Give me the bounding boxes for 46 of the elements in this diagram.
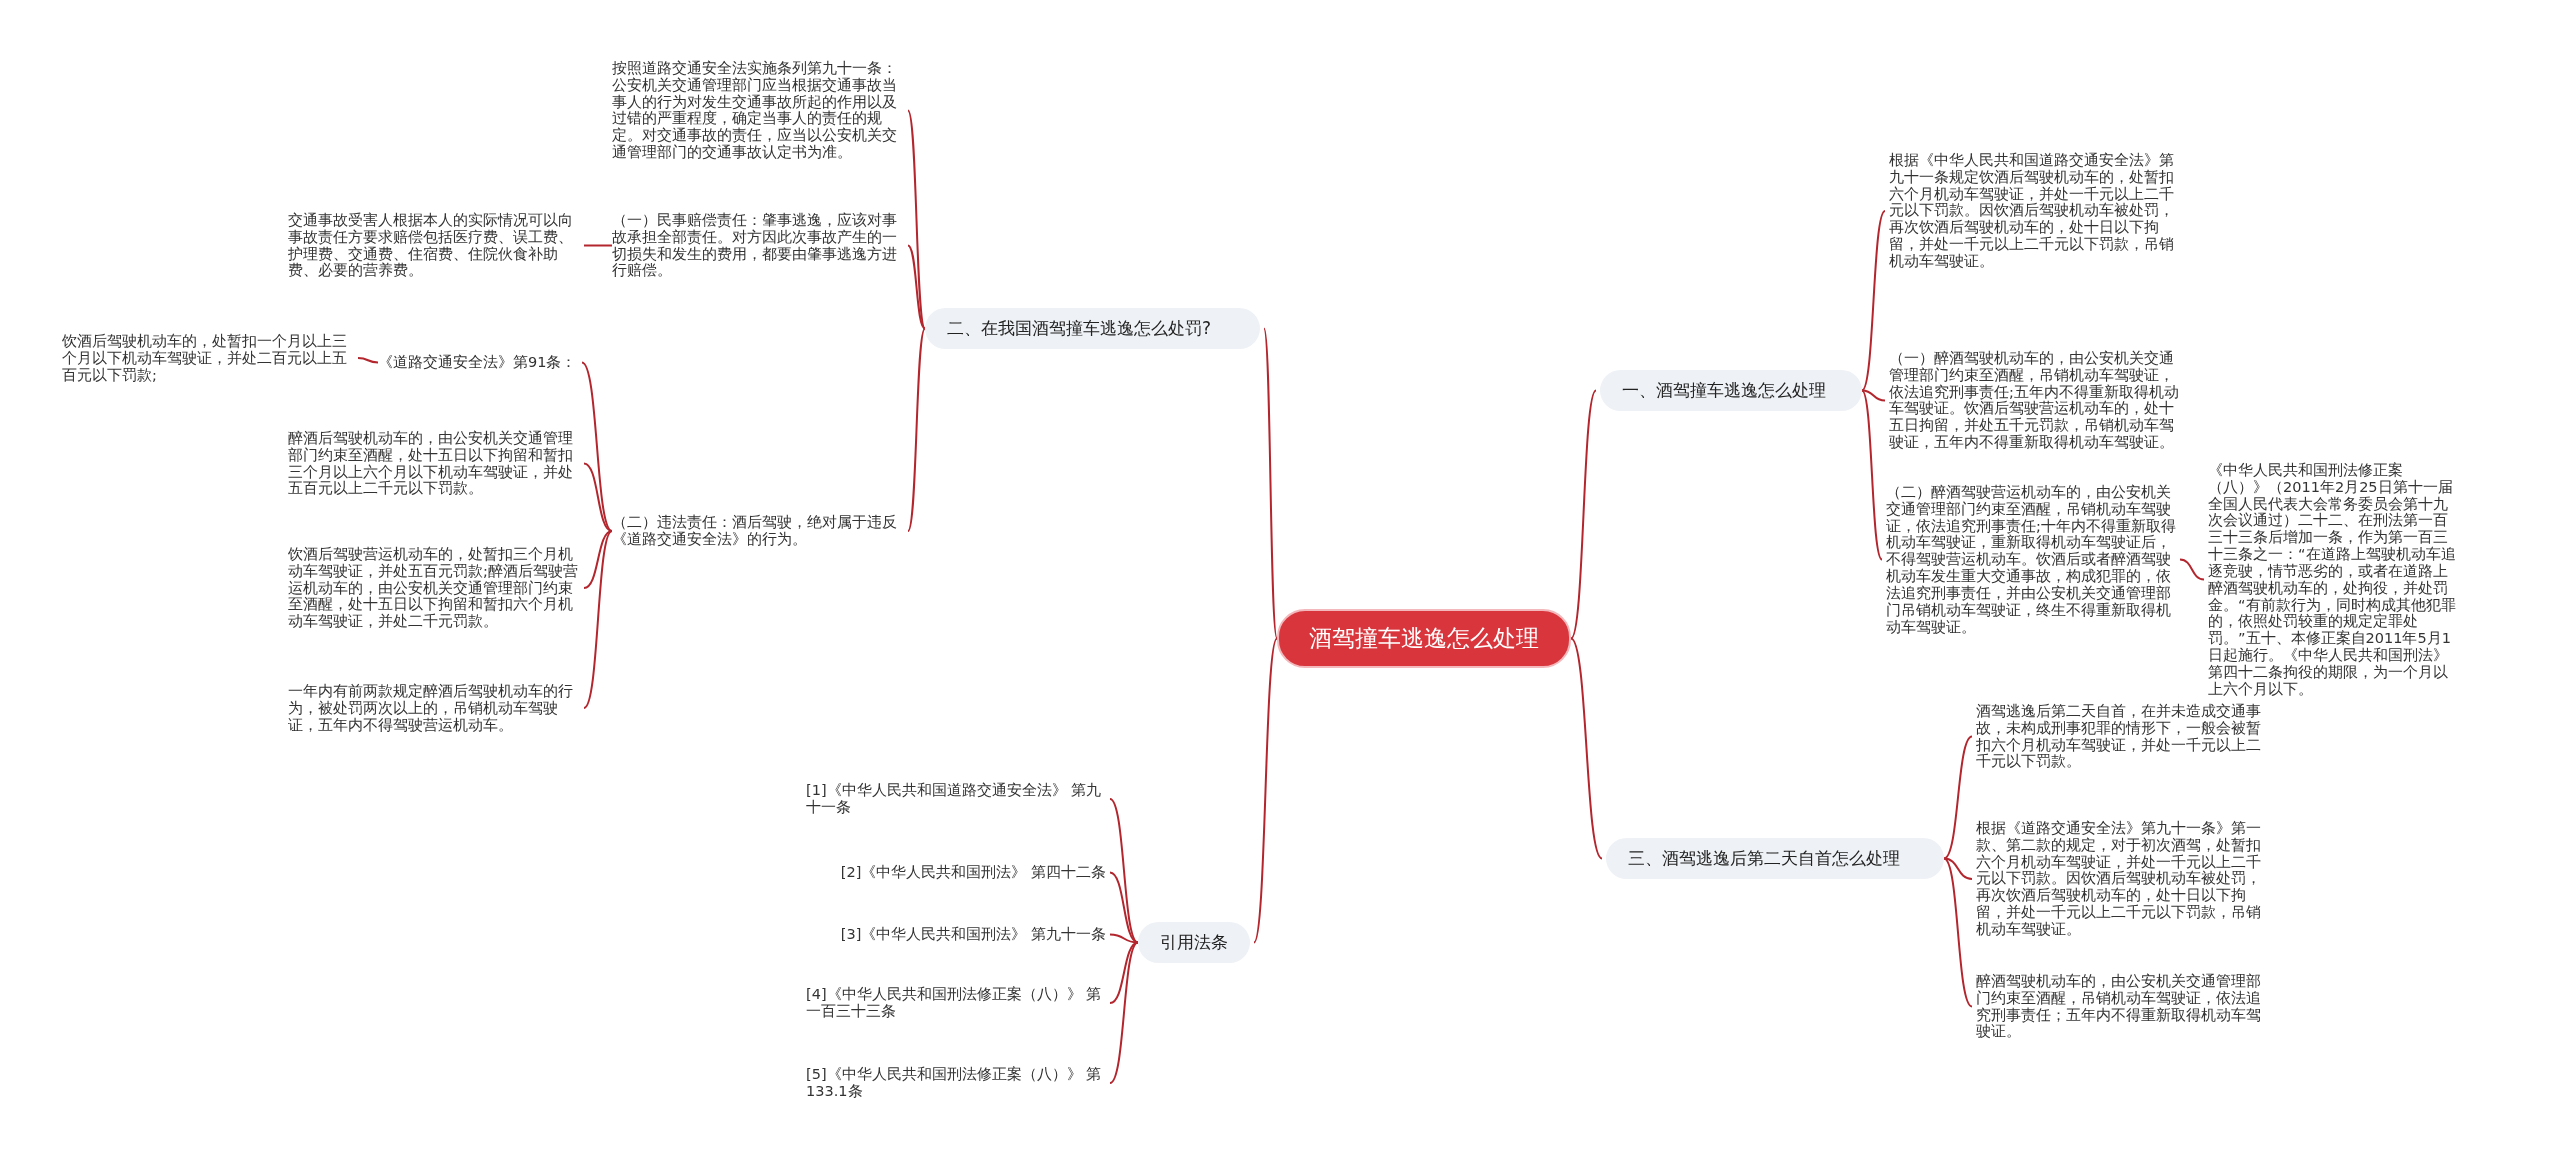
connector-line xyxy=(1109,941,1139,1084)
connector-line xyxy=(1861,210,1886,392)
connector-line xyxy=(581,361,613,532)
connector-line xyxy=(907,244,926,330)
connector-line xyxy=(1263,327,1278,640)
topic-text: [5]《中华人民共和国刑法修正案（八）》 第133.1条 xyxy=(806,1066,1106,1100)
connector-line xyxy=(1861,389,1886,402)
branch-topic: 一、酒驾撞车逃逸怎么处理 xyxy=(1600,370,1862,411)
topic-text: 饮酒后驾驶营运机动车的，处暂扣三个月机动车驾驶证，并处五百元罚款;醉酒后驾驶营运机动车的，由公安机关交通管理部门约束至酒醒，处十五日以下拘留和暂扣六个月机动车驾驶证，并处二千元罚款。 xyxy=(288,546,580,631)
topic-text: 《中华人民共和国刑法修正案（八）》（2011年2月25日第十一届全国人民代表大会常务委员会第十九次会议通过）二十二、在刑法第一百三十三条后增加一条，作为第一百三十三条之一：“在道路上驾驶机动车追逐竞驶，情节恶劣的，或者在道路上醉酒驾驶机动车的，处拘役，并处罚金。“有前款行为，同时构成其他犯罪的，依照处罚较重的规定定罪处罚。”五十、本修正案自2011年5月1日起施行。《中华人民共和国刑法》第四十二条拘役的期限，为一个月以上六个月以下。 xyxy=(2208,462,2456,698)
topic-text: 《道路交通安全法》第91条： xyxy=(378,354,578,371)
topic-text: （二）违法责任：酒后驾驶，绝对属于违反《道路交通安全法》的行为。 xyxy=(612,514,904,548)
connector-line xyxy=(1943,735,1973,860)
topic-text: 根据《道路交通安全法》第九十一条》第一款、第二款的规定，对于初次酒驾，处暂扣六个月机动车驾驶证，并处一千元以上二千元以下罚款。因饮酒后驾驶机动车被处罚，再次饮酒后驾驶机动车的，处十日以下拘留，并处一千元以上二千元以下罚款，吊销机动车驾驶证。 xyxy=(1976,820,2268,938)
connector-line xyxy=(907,327,926,532)
topic-text: 按照道路交通安全法实施条列第九十一条：公安机关交通管理部门应当根据交通事故当事人的行为对发生交通事故所起的作用以及过错的严重程度，确定当事人的责任的规定。对交通事故的责任，应当以公安机关交通管理部门的交通事故认定书为准。 xyxy=(612,60,904,161)
topic-text: 饮酒后驾驶机动车的，处暂扣一个月以上三个月以下机动车驾驶证，并处二百元以上五百元以下罚款; xyxy=(62,333,354,384)
topic-text: （一）醉酒驾驶机动车的，由公安机关交通管理部门约束至酒醒，吊销机动车驾驶证，依法追究刑事责任;五年内不得重新取得机动车驾驶证。饮酒后驾驶营运机动车的，处十五日拘留，并处五千元罚款，吊销机动车驾驶证，五年内不得重新取得机动车驾驶证。 xyxy=(1889,350,2181,451)
topic-text: 醉酒驾驶机动车的，由公安机关交通管理部门约束至酒醒，吊销机动车驾驶证，依法追究刑事责任；五年内不得重新取得机动车驾驶证。 xyxy=(1976,973,2268,1041)
branch-topic: 引用法条 xyxy=(1138,922,1250,963)
connector-line xyxy=(1943,857,1973,1008)
central-topic: 酒驾撞车逃逸怎么处理 xyxy=(1277,609,1571,668)
connector-line xyxy=(583,462,613,532)
topic-text: [4]《中华人民共和国刑法修正案（八）》 第一百三十三条 xyxy=(806,986,1106,1020)
connector-line xyxy=(583,530,613,709)
connector-line xyxy=(1253,637,1278,944)
topic-text: 根据《中华人民共和国道路交通安全法》第九十一条规定饮酒后驾驶机动车的，处暂扣六个月机动车驾驶证，并处一千元以上二千元以下罚款。因饮酒后驾驶机动车被处罚，再次饮酒后驾驶机动车的，处十日以下拘留，并处一千元以上二千元以下罚款，吊销机动车驾驶证。 xyxy=(1889,152,2181,270)
topic-text: [2]《中华人民共和国刑法》 第四十二条 xyxy=(806,864,1106,881)
topic-text: 醉酒后驾驶机动车的，由公安机关交通管理部门约束至酒醒，处十五日以下拘留和暂扣三个月以上六个月以下机动车驾驶证，并处五百元以上二千元以下罚款。 xyxy=(288,430,580,498)
connector-line xyxy=(2179,558,2205,581)
branch-topic: 二、在我国酒驾撞车逃逸怎么处罚? xyxy=(925,308,1260,349)
connector-line xyxy=(583,244,613,247)
topic-text: [3]《中华人民共和国刑法》 第九十一条 xyxy=(806,926,1106,943)
topic-text: （一）民事赔偿责任：肇事逃逸，应该对事故承担全部责任。对方因此次事故产生的一切损失和发生的费用，都要由肇事逃逸方进行赔偿。 xyxy=(612,212,904,280)
topic-text: 一年内有前两款规定醉酒后驾驶机动车的行为，被处罚两次以上的，吊销机动车驾驶证，五年内不得驾驶营运机动车。 xyxy=(288,683,580,734)
connector-line xyxy=(1570,389,1597,640)
connector-line xyxy=(1861,389,1883,561)
topic-text: 交通事故受害人根据本人的实际情况可以向事故责任方要求赔偿包括医疗费、误工费、护理费、交通费、住宿费、住院伙食补助费、必要的营养费。 xyxy=(288,212,580,280)
branch-topic: 三、酒驾逃逸后第二天自首怎么处理 xyxy=(1606,838,1944,879)
topic-text: [1]《中华人民共和国道路交通安全法》 第九十一条 xyxy=(806,782,1106,816)
connector-line xyxy=(357,357,379,364)
connector-line xyxy=(1109,798,1139,944)
connector-line xyxy=(1943,857,1973,880)
topic-text: 酒驾逃逸后第二天自首，在并未造成交通事故，未构成刑事犯罪的情形下，一般会被暂扣六个月机动车驾驶证，并处一千元以上二千元以下罚款。 xyxy=(1976,703,2268,771)
topic-text: （二）醉酒驾驶营运机动车的，由公安机关交通管理部门约束至酒醒，吊销机动车驾驶证，依法追究刑事责任;十年内不得重新取得机动车驾驶证，重新取得机动车驾驶证后，不得驾驶营运机动车。饮酒后或者醉酒驾驶机动车发生重大交通事故，构成犯罪的，依法追究刑事责任，并由公安机关交通管理部门吊销机动车驾驶证，终生不得重新取得机动车驾驶证。 xyxy=(1886,484,2180,636)
connector-line xyxy=(1570,637,1603,860)
